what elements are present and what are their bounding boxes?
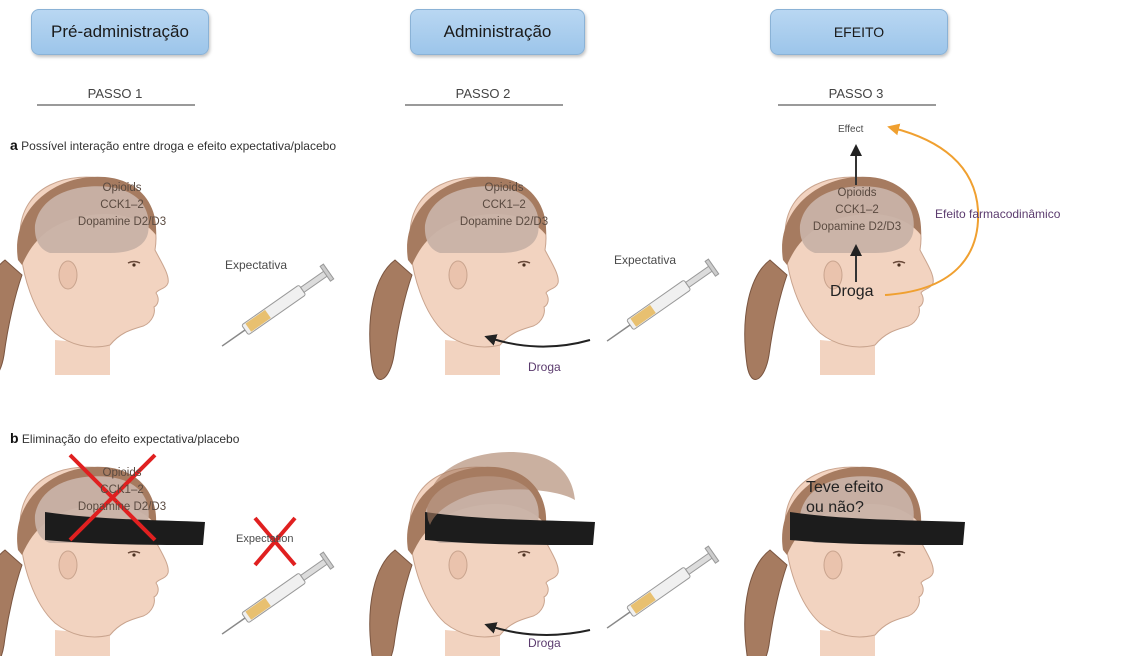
syringe-a1 bbox=[217, 264, 334, 353]
teve-efeito-line1: Teve efeito bbox=[806, 478, 883, 498]
brain-opioids: Opioids bbox=[62, 465, 182, 482]
brain-dopamine: Dopamine D2/D3 bbox=[444, 214, 564, 231]
label-effect: Effect bbox=[838, 124, 863, 135]
brain-dopamine: Dopamine D2/D3 bbox=[62, 499, 182, 516]
brain-cck: CCK1–2 bbox=[444, 197, 564, 214]
label-expectativa-a2: Expectativa bbox=[614, 253, 676, 267]
brain-labels-a1: Opioids CCK1–2 Dopamine D2/D3 bbox=[62, 180, 182, 231]
brain-opioids: Opioids bbox=[444, 180, 564, 197]
brain-labels-a2: Opioids CCK1–2 Dopamine D2/D3 bbox=[444, 180, 564, 231]
brain-labels-b1: Opioids CCK1–2 Dopamine D2/D3 bbox=[62, 465, 182, 516]
brain-dopamine: Dopamine D2/D3 bbox=[796, 219, 918, 236]
label-efeito-farmaco: Efeito farmacodinâmico bbox=[935, 207, 1060, 221]
label-teve-efeito: Teve efeito ou não? bbox=[806, 478, 883, 518]
syringe-b2 bbox=[602, 546, 719, 635]
teve-efeito-line2: ou não? bbox=[806, 498, 883, 518]
brain-dopamine: Dopamine D2/D3 bbox=[62, 214, 182, 231]
brain-cck: CCK1–2 bbox=[62, 482, 182, 499]
brain-cck: CCK1–2 bbox=[62, 197, 182, 214]
label-droga-a3: Droga bbox=[830, 283, 874, 301]
label-expectation-b1: Expectation bbox=[236, 533, 293, 545]
syringe-a2 bbox=[602, 259, 719, 348]
label-expectativa-a1: Expectativa bbox=[225, 258, 287, 272]
brain-labels-a3: Opioids CCK1–2 Dopamine D2/D3 bbox=[796, 185, 918, 236]
brain-opioids: Opioids bbox=[62, 180, 182, 197]
syringe-b1 bbox=[217, 552, 334, 641]
label-droga-b2: Droga bbox=[528, 636, 561, 650]
brain-opioids: Opioids bbox=[796, 185, 918, 202]
label-droga-a2: Droga bbox=[528, 360, 561, 374]
brain-cck: CCK1–2 bbox=[796, 202, 918, 219]
